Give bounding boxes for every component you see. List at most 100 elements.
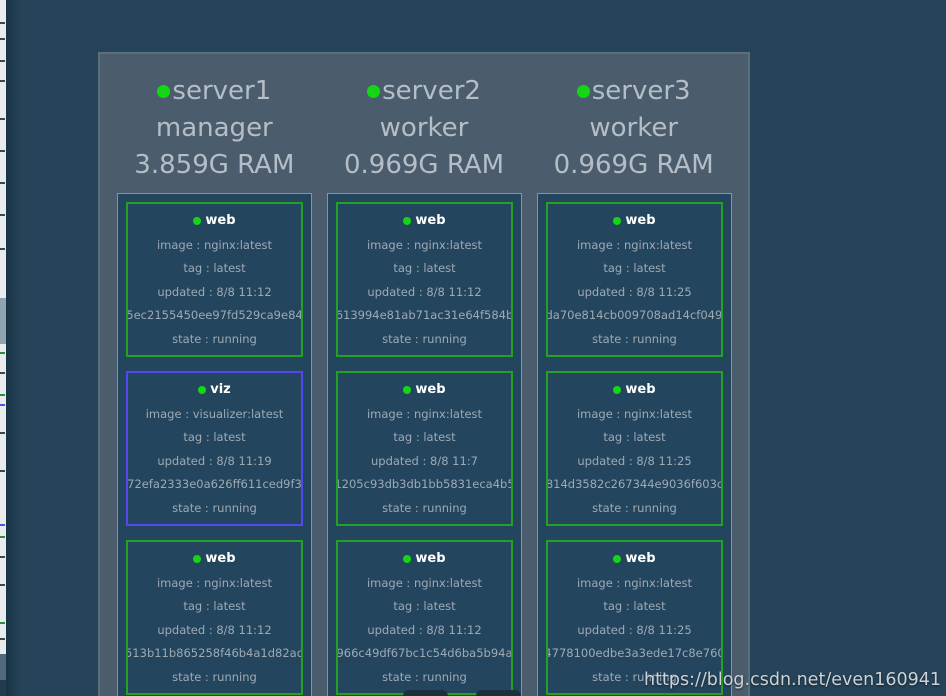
node-column-server2: web image : nginx:latest tag : latest up… <box>327 193 522 696</box>
task-name: web <box>625 551 656 566</box>
task-status-icon <box>403 217 412 225</box>
task-card-web: web image : nginx:latest tag : latest up… <box>546 540 723 695</box>
editor-edge-mark <box>0 214 5 216</box>
node-status-icon <box>367 85 381 98</box>
node-header-server3: server3 worker 0.969G RAM <box>536 72 731 184</box>
task-status-icon <box>613 555 622 563</box>
task-image: image : nginx:latest <box>576 238 693 252</box>
task-container-id: 90814d3582c267344e9036f603cdb <box>546 477 723 492</box>
task-status-icon <box>403 555 412 563</box>
task-state: state : running <box>382 669 467 684</box>
task-state: state : running <box>592 669 677 684</box>
task-title-row: web <box>613 378 656 402</box>
task-status-icon <box>613 386 622 394</box>
task-container-id: 461205c93db3db1bb5831eca4b537 <box>338 477 511 492</box>
task-card-web: web image : nginx:latest tag : latest up… <box>336 202 513 357</box>
task-card-web: web image : nginx:latest tag : latest up… <box>546 371 723 526</box>
node-column-server3: web image : nginx:latest tag : latest up… <box>537 193 732 696</box>
task-state: state : running <box>592 500 677 515</box>
task-state: state : running <box>382 500 467 515</box>
editor-edge-mark <box>0 182 5 184</box>
editor-edge-mark-blue <box>0 404 5 406</box>
swarm-visualizer-panel: server1 manager 3.859G RAM server2 worke… <box>98 52 750 696</box>
editor-edge-mark <box>0 584 5 586</box>
task-updated: updated : 8/8 11:12 <box>157 622 272 637</box>
task-updated: updated : 8/8 11:19 <box>157 453 272 468</box>
task-tag: tag : latest <box>393 261 456 276</box>
editor-edge-mark-green <box>0 622 5 624</box>
editor-edge-mark <box>0 38 5 40</box>
node-ram: 3.859G RAM <box>134 150 295 180</box>
task-name: web <box>415 382 446 397</box>
task-container-id: 875ec2155450ee97fd529ca9e8436 <box>126 308 303 323</box>
task-tag: tag : latest <box>183 430 246 445</box>
task-image: image : nginx:latest <box>156 238 273 252</box>
task-state: state : running <box>172 500 257 515</box>
node-column-server1: web image : nginx:latest tag : latest up… <box>117 193 312 696</box>
task-tag: tag : latest <box>183 261 246 276</box>
node-name: server2 <box>382 76 481 106</box>
task-card-web: web image : nginx:latest tag : latest up… <box>546 202 723 357</box>
editor-edge-block <box>0 680 6 696</box>
task-updated: updated : 8/8 11:12 <box>367 622 482 637</box>
task-status-icon <box>193 217 202 225</box>
node-role: manager <box>155 113 273 143</box>
task-state: state : running <box>172 669 257 684</box>
background-window-edge <box>0 0 6 696</box>
task-state: state : running <box>172 331 257 346</box>
node-role: worker <box>589 113 679 143</box>
window-shadow <box>6 0 22 696</box>
task-updated: updated : 8/8 11:25 <box>577 453 692 468</box>
task-container-id: 18966c49df67bc1c54d6ba5b94a37 <box>336 646 513 661</box>
editor-edge-mark-blue <box>0 524 5 526</box>
task-state: state : running <box>592 331 677 346</box>
task-image: image : nginx:latest <box>366 238 483 252</box>
task-tag: tag : latest <box>393 599 456 614</box>
task-image: image : visualizer:latest <box>145 407 284 421</box>
editor-edge-mark <box>0 80 5 82</box>
task-updated: updated : 8/8 11:25 <box>577 622 692 637</box>
bottom-overlay-button[interactable] <box>403 690 448 696</box>
editor-edge-block <box>0 298 6 344</box>
editor-edge-mark <box>0 372 5 374</box>
task-image: image : nginx:latest <box>366 576 483 590</box>
editor-edge-mark <box>0 432 5 434</box>
task-name: web <box>415 551 446 566</box>
node-status-icon <box>576 85 590 98</box>
task-name: web <box>205 551 236 566</box>
csdn-watermark: https://blog.csdn.net/even160941 <box>644 670 941 690</box>
task-card-viz: viz image : visualizer:latest tag : late… <box>126 371 303 526</box>
task-card-web: web image : nginx:latest tag : latest up… <box>336 540 513 695</box>
task-status-icon <box>403 386 412 394</box>
editor-edge-mark <box>0 118 5 120</box>
editor-edge-mark <box>0 638 5 640</box>
editor-edge-mark-green <box>0 394 5 396</box>
task-title-row: web <box>193 547 236 571</box>
task-card-web: web image : nginx:latest tag : latest up… <box>126 540 303 695</box>
task-name: web <box>205 213 236 228</box>
editor-edge-mark <box>0 22 5 24</box>
task-container-id: d7613994e81ab71ac31e64f584b82 <box>336 308 513 323</box>
node-name-row: server3 <box>576 73 691 110</box>
bottom-overlay-button[interactable] <box>476 690 521 696</box>
task-card-web: web image : nginx:latest tag : latest up… <box>336 371 513 526</box>
node-name: server3 <box>591 76 691 106</box>
editor-edge-mark <box>0 470 5 472</box>
task-title-row: web <box>613 547 656 571</box>
node-header-server1: server1 manager 3.859G RAM <box>117 72 312 184</box>
task-updated: updated : 8/8 11:25 <box>577 284 692 299</box>
editor-edge-mark <box>0 248 5 250</box>
task-title-row: viz <box>198 378 231 402</box>
task-status-icon <box>613 217 622 225</box>
editor-edge-mark-green <box>0 352 5 354</box>
task-tag: tag : latest <box>393 430 456 445</box>
task-tag: tag : latest <box>183 599 246 614</box>
task-image: image : nginx:latest <box>576 407 693 421</box>
task-container-id: ed72efa2333e0a626ff611ced9f3e0 <box>127 477 302 492</box>
task-title-row: web <box>403 378 446 402</box>
task-image: image : nginx:latest <box>156 576 273 590</box>
node-columns-row: web image : nginx:latest tag : latest up… <box>117 193 732 696</box>
task-tag: tag : latest <box>603 261 666 276</box>
task-state: state : running <box>382 331 467 346</box>
task-title-row: web <box>403 209 446 233</box>
